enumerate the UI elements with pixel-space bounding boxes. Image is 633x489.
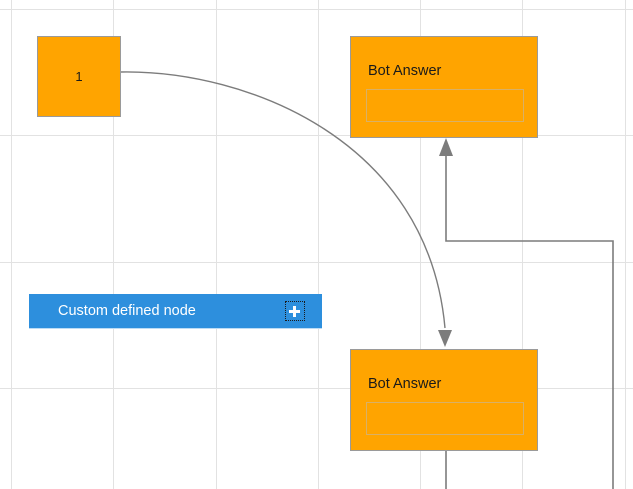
- arrowhead-up-icon: [439, 138, 453, 156]
- node-bot-answer-bottom[interactable]: Bot Answer: [350, 349, 538, 451]
- custom-defined-node-label: Custom defined node: [58, 303, 196, 319]
- plus-icon-vertical-bar: [293, 306, 296, 317]
- node-bot-answer-bottom-title: Bot Answer: [368, 376, 442, 392]
- plus-icon[interactable]: [285, 301, 305, 321]
- node-bot-answer-bottom-slot[interactable]: [366, 402, 524, 435]
- node-bot-answer-top-slot[interactable]: [366, 89, 524, 122]
- node-bot-answer-top-title: Bot Answer: [368, 63, 442, 79]
- arrowhead-down-icon: [438, 330, 452, 347]
- custom-defined-node-item[interactable]: Custom defined node: [29, 294, 322, 328]
- connector-bot-answer-bottom-to-top[interactable]: [445, 156, 614, 489]
- connector-start-to-bot-answer-bottom[interactable]: [120, 71, 446, 329]
- node-start-label: 1: [75, 69, 83, 84]
- node-bot-answer-top[interactable]: Bot Answer: [350, 36, 538, 138]
- node-start[interactable]: 1: [37, 36, 121, 117]
